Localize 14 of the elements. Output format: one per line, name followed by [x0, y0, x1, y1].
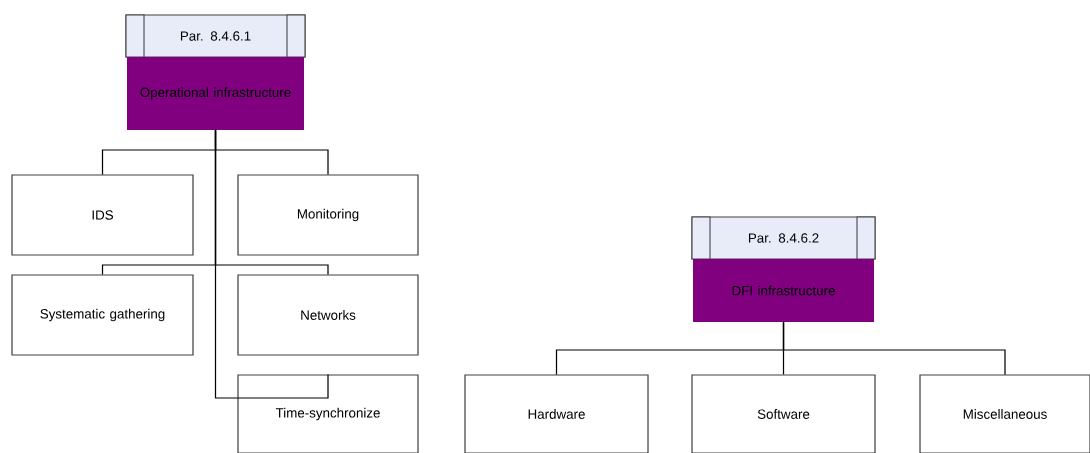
process-box: Time-synchronize	[237, 374, 419, 453]
process-box: Monitoring	[237, 174, 419, 256]
connector	[782, 321, 1006, 375]
process-box: IDS	[11, 174, 194, 256]
header-box: Par. 8.4.6.1 Operational infrastructure	[125, 14, 306, 130]
process-box: Systematic gathering	[11, 274, 194, 356]
process-box: Hardware	[464, 374, 649, 453]
connector	[214, 129, 329, 399]
process-box: Software	[691, 374, 876, 453]
node-label: Par. 8.4.6.1	[180, 31, 251, 41]
process-box: Networks	[237, 274, 419, 356]
node-label: Par. 8.4.6.2	[748, 233, 819, 243]
header-box: Par. 8.4.6.2 DFI infrastructure	[691, 216, 876, 322]
process-box: Miscellaneous	[919, 374, 1090, 453]
